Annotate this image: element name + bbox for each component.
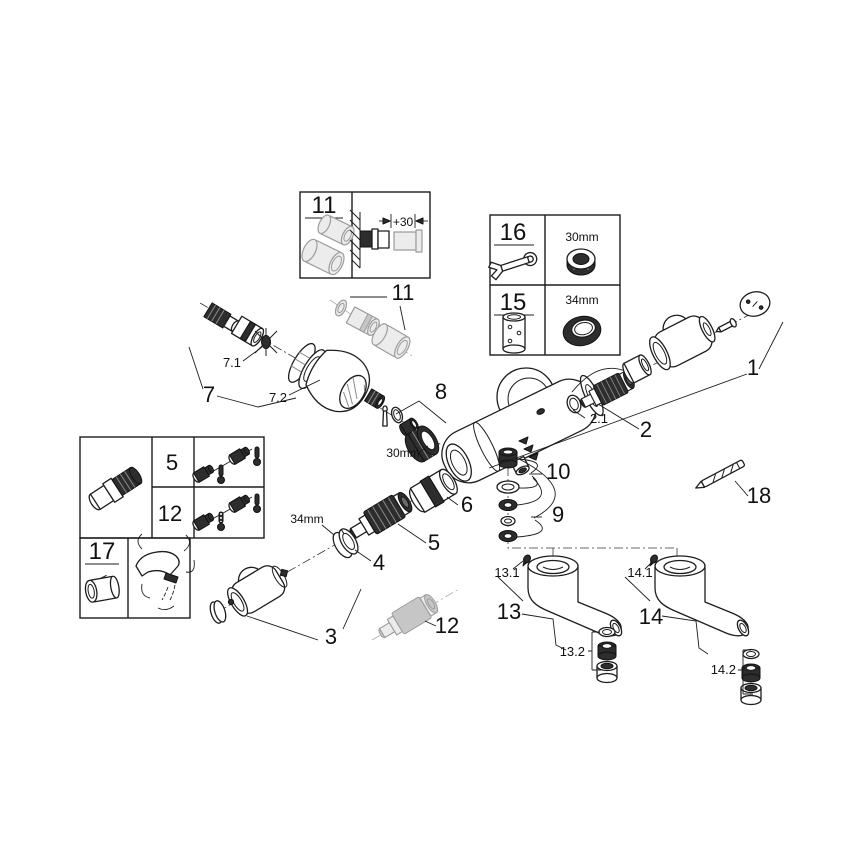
callout-labels: 1 2 2.1 3 4 5 6 7 7.1 7.2 8 9 10 11 12 1… [203, 280, 771, 677]
dimension-plus-30: +30 [379, 214, 428, 229]
handle-adapter [622, 354, 652, 384]
part-5-cartridge [344, 488, 417, 547]
extension-part-a [317, 214, 355, 246]
check-valve-drawing [88, 466, 143, 511]
wrench-icon [488, 251, 538, 281]
callout-11: 11 [392, 280, 415, 305]
scald-warning-pictogram [135, 533, 195, 611]
leader-lines [188, 296, 784, 695]
part-12-cartridge-gray [373, 590, 442, 646]
wall-section-drawing: +30 [349, 209, 428, 269]
extension-hex-cap [371, 323, 411, 359]
callout-6: 6 [461, 492, 473, 517]
mixer-body-group [441, 367, 604, 484]
extension-sleeve [345, 306, 380, 336]
callout-9: 9 [552, 502, 564, 527]
extension-offset-label: +30 [393, 215, 414, 229]
dim-34mm: 34mm [290, 512, 323, 526]
union-nut-30mm [404, 425, 440, 463]
callout-1: 1 [747, 355, 759, 380]
callout-13-1: 13.1 [494, 565, 519, 580]
callout-8: 8 [435, 379, 447, 404]
pin [382, 405, 388, 427]
flow-restrictor-part [84, 574, 120, 603]
outlet-fitting [498, 447, 518, 469]
handle-cap [739, 291, 771, 317]
ring-dark-1 [498, 499, 518, 511]
ring-nut-34-icon [562, 315, 602, 347]
union-connector [230, 315, 265, 347]
callout-2: 2 [640, 417, 652, 442]
o-ring-8 [390, 406, 404, 424]
o-ring-small [500, 515, 516, 527]
inset-restrictor-box: 17 [79, 533, 195, 619]
spout-14 [654, 555, 752, 639]
callout-14-2: 14.2 [711, 662, 736, 677]
handle-part-3 [226, 565, 288, 617]
valve-row-5-number: 5 [166, 450, 178, 475]
extension-part-b [301, 238, 345, 276]
part-4-ring-34mm [332, 528, 359, 559]
extension-washer [334, 299, 348, 317]
cap-screw [227, 598, 235, 606]
spout-14-aerator-stack [740, 648, 762, 706]
callout-13-2: 13.2 [560, 644, 585, 659]
inset-tool-box: 16 30mm 15 34mm [488, 214, 621, 356]
handle-part-1 [649, 314, 716, 371]
callout-2-1: 2.1 [590, 411, 608, 426]
callout-13: 13 [497, 599, 521, 624]
socket-tool-icon [502, 312, 526, 354]
spout-13 [527, 555, 625, 639]
tool-15-size: 34mm [565, 293, 598, 307]
part-8-group [382, 405, 440, 463]
callout-10: 10 [546, 459, 570, 484]
thermometer-icon [253, 493, 261, 513]
part-6 [408, 468, 458, 513]
thermometer-icon-striped [217, 511, 225, 531]
tool-16-size: 30mm [565, 230, 598, 244]
callout-7: 7 [203, 382, 215, 407]
callout-4: 4 [373, 550, 385, 575]
inset-extension-box: 11 [299, 191, 431, 279]
callout-7-2: 7.2 [269, 390, 287, 405]
spout-14-group [646, 553, 762, 706]
callout-12: 12 [435, 613, 459, 638]
callout-3: 3 [325, 624, 337, 649]
spout-13-group [519, 553, 625, 684]
inset-11-number: 11 [312, 192, 337, 219]
tool-15-number: 15 [500, 289, 527, 316]
thermometer-icon [217, 464, 225, 484]
callout-14: 14 [639, 604, 663, 629]
grease-stick-18 [695, 459, 746, 489]
callout-14-1: 14.1 [627, 565, 652, 580]
inset-17-number: 17 [89, 538, 116, 565]
valve-row-12-number: 12 [158, 501, 182, 526]
seal-seat [496, 480, 520, 494]
valve-row-5-icons [190, 444, 261, 485]
part-11-group [334, 299, 411, 359]
escutcheon-cone [305, 349, 371, 413]
callout-18: 18 [747, 483, 771, 508]
cap-disc [209, 600, 227, 624]
threaded-stub [364, 388, 386, 409]
valve-row-12-icons [190, 492, 261, 533]
nut-30-icon [566, 248, 596, 276]
handle-screw [715, 318, 737, 333]
inset-valve-box: 5 12 [79, 436, 265, 539]
part-7-group [203, 302, 386, 413]
callout-5: 5 [428, 530, 440, 555]
part-9-10-group [496, 436, 556, 542]
handle-3-screw [279, 568, 289, 578]
dim-30mm: 30mm [386, 446, 419, 460]
thermometer-icon [253, 446, 261, 466]
ring-dark-2 [498, 530, 518, 542]
callout-7-1: 7.1 [223, 355, 241, 370]
part-3-group [209, 565, 289, 624]
part-1-group [622, 291, 771, 384]
tool-16-number: 16 [500, 219, 527, 246]
